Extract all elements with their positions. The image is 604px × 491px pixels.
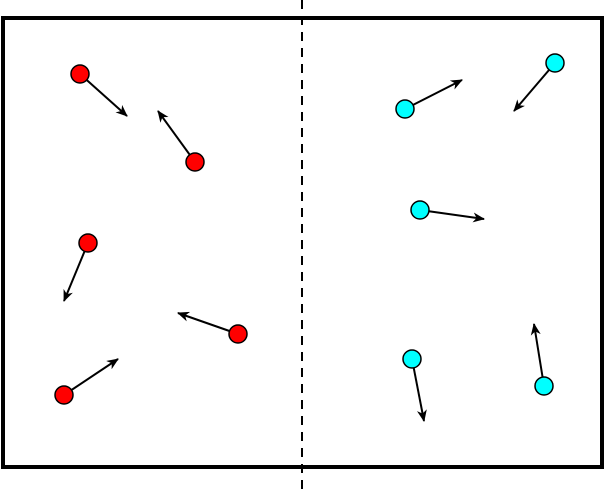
particle bbox=[395, 99, 415, 119]
velocity-arrow bbox=[177, 311, 239, 335]
particle bbox=[410, 200, 430, 220]
cyan-particle bbox=[513, 53, 565, 112]
particle bbox=[185, 152, 205, 172]
particle bbox=[534, 376, 554, 396]
cyan-particle bbox=[402, 349, 427, 422]
particle bbox=[228, 324, 248, 344]
velocity-arrow bbox=[157, 110, 196, 163]
red-particle bbox=[157, 110, 205, 172]
particle bbox=[54, 385, 74, 405]
velocity-arrow bbox=[79, 73, 128, 117]
cyan-particle bbox=[410, 200, 485, 223]
red-particle bbox=[63, 233, 98, 302]
cyan-particle bbox=[395, 79, 463, 119]
right-chamber bbox=[395, 53, 565, 422]
velocity-arrow bbox=[63, 358, 119, 396]
particle bbox=[402, 349, 422, 369]
velocity-arrow bbox=[513, 62, 556, 112]
velocity-arrow bbox=[530, 323, 545, 387]
velocity-arrow bbox=[411, 358, 427, 422]
particle bbox=[545, 53, 565, 73]
particle bbox=[70, 64, 90, 84]
velocity-arrow bbox=[404, 79, 463, 110]
red-particle bbox=[70, 64, 128, 117]
velocity-arrow bbox=[63, 242, 89, 302]
container-box bbox=[1, 16, 604, 469]
particle bbox=[78, 233, 98, 253]
velocity-arrow bbox=[419, 209, 485, 223]
red-particle bbox=[177, 311, 248, 344]
cyan-particle bbox=[530, 323, 554, 396]
red-particle bbox=[54, 358, 119, 405]
left-chamber bbox=[54, 64, 248, 405]
